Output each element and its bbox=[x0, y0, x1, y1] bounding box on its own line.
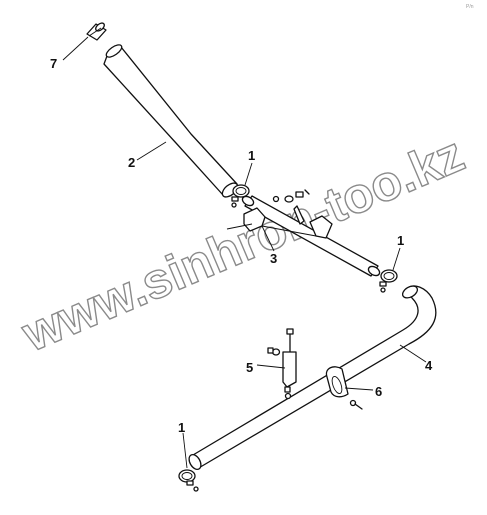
leader-lines bbox=[62, 36, 427, 469]
callout-1-bottom: 1 bbox=[178, 420, 185, 435]
small-clip bbox=[86, 22, 107, 41]
corner-mark: P/n bbox=[466, 4, 474, 10]
callout-1-top: 1 bbox=[248, 148, 255, 163]
callout-5: 5 bbox=[246, 360, 253, 375]
bolt-set-upper bbox=[272, 189, 310, 225]
callout-3: 3 bbox=[270, 251, 277, 266]
band-clamp bbox=[325, 366, 363, 410]
cross-tube bbox=[241, 195, 381, 277]
upper-bent-tube bbox=[103, 44, 239, 198]
lower-long-tube bbox=[188, 285, 437, 471]
hose-clamp-right bbox=[379, 269, 398, 293]
callout-6: 6 bbox=[375, 384, 382, 399]
hanger-bracket bbox=[267, 328, 297, 400]
callout-4: 4 bbox=[425, 358, 433, 373]
callout-2: 2 bbox=[128, 155, 135, 170]
callout-7: 7 bbox=[50, 56, 57, 71]
hose-clamp-bottom bbox=[178, 469, 199, 492]
hose-clamp-top bbox=[231, 184, 250, 208]
callout-1-right: 1 bbox=[397, 233, 404, 248]
tube-bracket bbox=[243, 207, 333, 239]
